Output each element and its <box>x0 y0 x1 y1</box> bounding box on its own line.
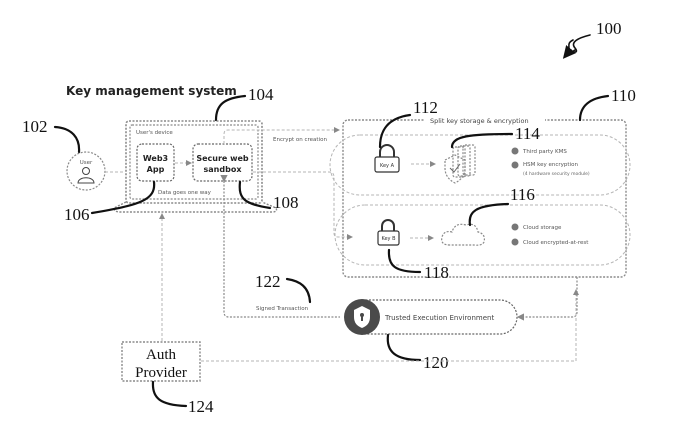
ref-100: 100 <box>596 19 622 38</box>
data-one-way-note: Data goes one way <box>158 190 212 196</box>
leader-118 <box>387 248 422 274</box>
key-b-lock[interactable]: Key B <box>377 219 400 246</box>
web3-app-line2: App <box>147 165 165 174</box>
shield-server-stack-icon <box>444 144 476 184</box>
ref-102: 102 <box>22 117 48 136</box>
signed-tx-label: Signed Transaction <box>256 306 309 312</box>
sandbox-line2: sandbox <box>204 165 243 174</box>
auth-provider-box[interactable]: Auth Provider <box>121 341 201 382</box>
ref-122: 122 <box>255 272 281 291</box>
key-a-lock[interactable]: Key A <box>374 144 400 173</box>
user-label: User <box>80 160 93 166</box>
key-b-pill <box>334 204 631 266</box>
leader-108 <box>238 180 272 210</box>
sandbox-to-keyb-line <box>253 171 353 240</box>
leader-120 <box>386 333 422 362</box>
ref-104: 104 <box>248 85 274 104</box>
split-key-storage-box[interactable] <box>342 119 627 278</box>
ref-110: 110 <box>611 86 636 105</box>
shield-lock-icon <box>354 306 370 328</box>
ref-118: 118 <box>424 263 449 282</box>
tee-label: Trusted Execution Environment <box>384 314 494 322</box>
leader-114 <box>450 132 514 149</box>
key-a-feature-1: Third party KMS <box>511 147 567 155</box>
leader-104 <box>214 94 247 122</box>
key-a-label: Key A <box>380 163 395 169</box>
ref-120: 120 <box>423 353 449 372</box>
auth-provider-line1: Auth <box>146 347 177 363</box>
key-b-feature-2: Cloud encrypted-at-rest <box>511 238 589 246</box>
diagram-title: Key management system <box>66 84 237 98</box>
cloud-icon <box>441 223 485 246</box>
encrypt-on-creation-arrow <box>223 127 340 144</box>
ref-114: 114 <box>515 124 540 143</box>
auth-to-storage-arrow <box>201 289 579 362</box>
ref-116: 116 <box>510 185 535 204</box>
leader-124 <box>151 380 188 408</box>
svg-text:Third party KMS: Third party KMS <box>522 149 567 155</box>
leader-102 <box>53 125 81 154</box>
ref-112: 112 <box>413 98 438 117</box>
secure-web-sandbox-box[interactable]: Secure web sandbox <box>192 143 253 182</box>
leader-116 <box>468 202 510 227</box>
figure-ref-100: 100 <box>562 19 622 59</box>
leader-110 <box>578 94 610 122</box>
svg-text:(4 hardware security module): (4 hardware security module) <box>523 171 590 177</box>
device-label: User's device <box>136 130 173 136</box>
ref-106: 106 <box>64 205 90 224</box>
storage-to-tee-line <box>516 277 578 321</box>
trusted-execution-environment[interactable]: Trusted Execution Environment <box>344 299 518 335</box>
person-icon <box>77 167 95 184</box>
leader-112 <box>378 113 412 149</box>
split-storage-title: Split key storage & encryption <box>430 117 529 125</box>
encrypt-label: Encrypt on creation <box>273 137 327 143</box>
user-node[interactable]: User <box>66 151 106 191</box>
ref-108: 108 <box>273 193 299 212</box>
leader-106 <box>90 180 156 215</box>
ref-124: 124 <box>188 397 214 416</box>
auth-provider-line2: Provider <box>135 365 187 381</box>
signed-transaction-line <box>220 175 340 318</box>
web3-app-box[interactable]: Web3 App <box>136 143 175 182</box>
svg-text:HSM key encryption: HSM key encryption <box>523 162 578 168</box>
svg-text:Cloud encrypted-at-rest: Cloud encrypted-at-rest <box>523 240 589 246</box>
key-b-label: Key B <box>381 236 396 242</box>
leader-122 <box>285 277 312 304</box>
key-a-feature-2: HSM key encryption (4 hardware security … <box>511 161 590 177</box>
key-a-pill <box>329 134 631 196</box>
sandbox-line1: Secure web <box>196 154 249 163</box>
web3-app-line1: Web3 <box>143 154 168 163</box>
svg-text:Cloud storage: Cloud storage <box>523 225 562 231</box>
key-b-feature-1: Cloud storage <box>511 223 562 231</box>
